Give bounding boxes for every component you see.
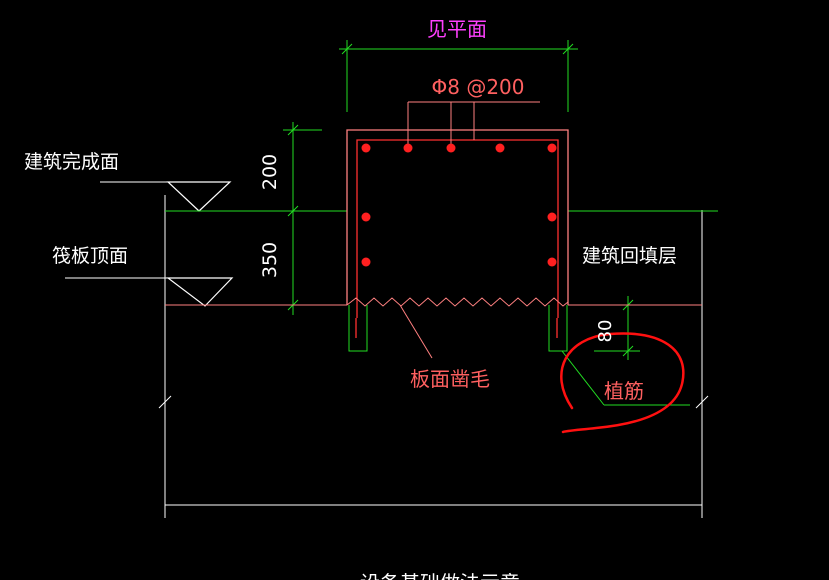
rebar-dot bbox=[403, 143, 413, 153]
finished-surface-label: 建筑完成面 bbox=[24, 151, 119, 173]
dim-350: 350 bbox=[259, 242, 281, 278]
raft-top-label: 筏板顶面 bbox=[52, 245, 128, 267]
slab-outline bbox=[65, 181, 709, 518]
pedestal-outline bbox=[346, 129, 569, 305]
rebar-dot bbox=[361, 143, 371, 153]
rebar-dot bbox=[495, 143, 505, 153]
rebar-dot bbox=[547, 212, 557, 222]
rebar-spec-label: Φ8 @200 bbox=[432, 75, 525, 99]
bottom-caption: 设备基础做法示意 bbox=[360, 571, 520, 580]
rebar-dot bbox=[361, 257, 371, 267]
backfill-label: 建筑回填层 bbox=[582, 245, 677, 267]
roughening-zigzag bbox=[346, 297, 569, 307]
rebar-dot bbox=[361, 212, 371, 222]
rebar-cage bbox=[355, 139, 559, 338]
annotation-circle bbox=[560, 332, 685, 434]
dim-200: 200 bbox=[259, 154, 281, 190]
rebar-dot bbox=[446, 143, 456, 153]
roughening-label: 板面凿毛 bbox=[410, 367, 490, 391]
rebar-spec-leader bbox=[407, 101, 540, 147]
roughening-leader bbox=[399, 304, 433, 359]
elevation-markers bbox=[166, 181, 234, 307]
rebar-dots bbox=[361, 143, 557, 267]
rebar-dot bbox=[547, 257, 557, 267]
dim-80: 80 bbox=[595, 320, 616, 343]
planted-bar-label: 植筋 bbox=[604, 379, 644, 403]
top-dimension-label: 见平面 bbox=[427, 17, 487, 41]
rebar-dot bbox=[547, 143, 557, 153]
